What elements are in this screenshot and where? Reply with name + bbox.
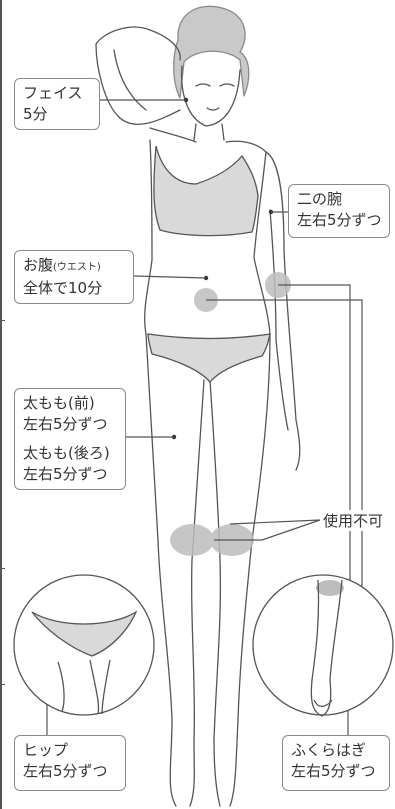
label-hip: ヒップ 左右5分ずつ: [14, 735, 126, 791]
calf-inset: [252, 574, 394, 717]
belly-main: お腹: [23, 256, 54, 274]
label-not-usable: 使用不可: [320, 510, 387, 531]
thigh-spacer: [23, 435, 117, 443]
face-line2: 5分: [23, 105, 48, 123]
calf-line1: ふくらはぎ: [291, 741, 367, 759]
torso-right: [253, 151, 271, 335]
face-line1: フェイス: [23, 84, 83, 102]
spot-knee-left: [170, 524, 214, 556]
left-leg: [145, 333, 205, 807]
shorts: [147, 333, 271, 384]
hip-line1: ヒップ: [23, 741, 69, 759]
thigh-front2: 左右5分ずつ: [23, 415, 108, 433]
left-edge-tick: [0, 684, 5, 685]
label-upper-arm: 二の腕 左右5分ずつ: [288, 184, 390, 238]
belly-small: (ウエスト): [53, 262, 101, 273]
shoulders: [149, 127, 267, 153]
mouth: [206, 107, 220, 111]
label-thigh: 太もも(前) 左右5分ずつ 太もも(後ろ) 左右5分ずつ: [14, 388, 126, 490]
right-leg: [209, 333, 271, 807]
leader-spots: [206, 284, 363, 588]
left-edge-tick: [0, 568, 5, 569]
face-outline: [180, 65, 241, 127]
hip-inset: [13, 574, 155, 716]
hair: [173, 5, 250, 99]
torso-left: [144, 139, 153, 335]
hip-line2: 左右5分ずつ: [23, 762, 108, 780]
label-belly: お腹(ウエスト) 全体で10分: [14, 250, 134, 304]
belly-line2: 全体で10分: [23, 279, 103, 297]
calf-line2: 左右5分ずつ: [291, 762, 376, 780]
thigh-front1: 太もも(前): [23, 394, 95, 412]
raised-arm: [95, 26, 181, 126]
upper-arm-line2: 左右5分ずつ: [297, 211, 382, 229]
sports-bra: [153, 145, 259, 237]
left-edge-border: [0, 0, 2, 809]
belly-line1: お腹(ウエスト): [23, 255, 125, 278]
left-edge-tick: [0, 320, 5, 321]
thigh-back1: 太もも(後ろ): [23, 444, 110, 462]
eyes: [195, 83, 235, 87]
thigh-back2: 左右5分ずつ: [23, 465, 108, 483]
neck: [193, 123, 225, 141]
label-face: フェイス 5分: [14, 78, 100, 130]
upper-arm-line1: 二の腕: [297, 190, 343, 208]
label-calf: ふくらはぎ 左右5分ずつ: [282, 735, 390, 791]
leader-belly: [133, 275, 207, 279]
leader-not-usable: [214, 519, 321, 541]
hanging-arm: [265, 151, 301, 471]
